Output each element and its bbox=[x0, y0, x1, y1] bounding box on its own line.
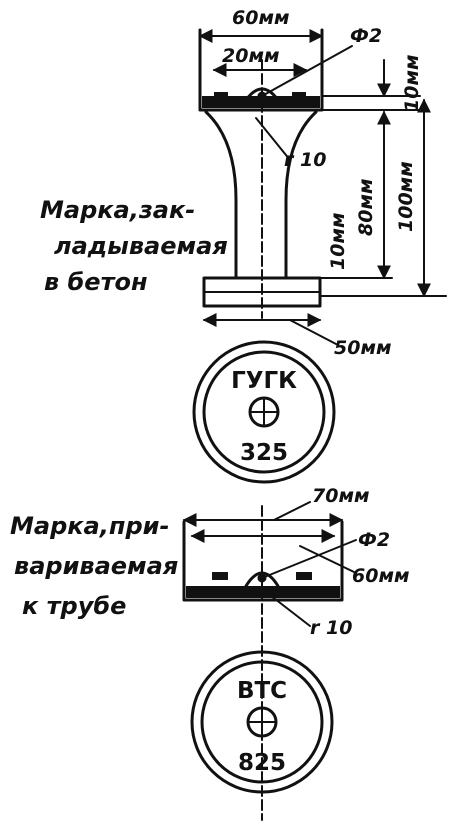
dim-upper-width: 60мм bbox=[232, 7, 290, 29]
lower-marker-plan-view: ВТС 825 bbox=[190, 650, 334, 794]
dim-lower-width: 70мм bbox=[312, 485, 370, 507]
upper-stem-left bbox=[204, 110, 238, 280]
dim-upper-total: 100мм bbox=[395, 161, 417, 232]
upper-dome bbox=[244, 87, 280, 102]
lower-caption-line-3: к трубе bbox=[22, 592, 126, 620]
dim-upper-base-cap: 10мм bbox=[327, 212, 349, 270]
dim-upper-cap: 10мм bbox=[401, 54, 423, 112]
lower-caption-line-1: Марка,при- bbox=[10, 512, 169, 540]
dim-upper-inner: 20мм bbox=[222, 45, 280, 67]
upper-marker-section-view: 60мм 20мм Ф2 10мм r 10 80мм 100мм 10мм 5… bbox=[40, 7, 447, 359]
dim-lower-radius: r 10 bbox=[310, 617, 352, 639]
upper-caption-line-3: в бетон bbox=[44, 268, 148, 296]
upper-plate-top: ГУГК bbox=[231, 368, 297, 394]
dim-upper-stem: 80мм bbox=[355, 178, 377, 236]
upper-marker-plan-view: ГУГК 325 bbox=[192, 340, 336, 484]
lower-caption-line-2: вариваемая bbox=[14, 552, 178, 580]
upper-plate-bottom: 325 bbox=[240, 440, 288, 466]
dim-upper-radius: r 10 bbox=[284, 149, 326, 171]
lower-plate-bottom: 825 bbox=[238, 750, 286, 776]
upper-caption-line-1: Марка,зак- bbox=[40, 196, 195, 224]
dim-upper-base: 50мм bbox=[334, 337, 392, 359]
dim-lower-diameter: Ф2 bbox=[358, 529, 390, 551]
upper-stem-right bbox=[284, 110, 318, 280]
dim-lower-inner: 60мм bbox=[352, 565, 410, 587]
lower-plate-top: ВТС bbox=[237, 678, 287, 704]
upper-caption-line-2: ладываемая bbox=[54, 232, 228, 260]
dim-upper-diameter: Ф2 bbox=[350, 25, 382, 47]
